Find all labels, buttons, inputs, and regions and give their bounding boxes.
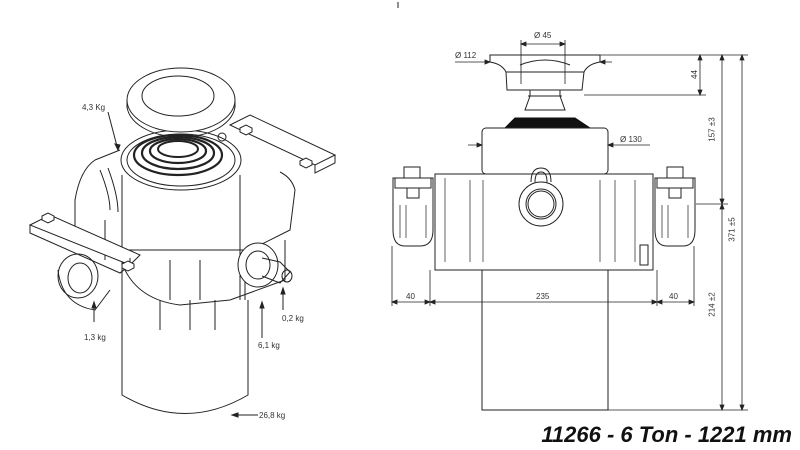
dim-head-diameter: Ø 112 (455, 51, 477, 60)
weight-label-cylinder: 26,8 kg (259, 411, 286, 420)
dim-left-mount: 40 (406, 292, 415, 301)
dim-upper-height: 157 ±3 (707, 117, 717, 142)
weight-leaders (91, 111, 286, 418)
weight-label-bracket: 6,1 kg (258, 341, 280, 350)
weight-label-side-mount: 1,3 kg (84, 333, 106, 342)
diameter-dimensions (455, 40, 650, 148)
horizontal-dimensions (390, 246, 696, 306)
weight-label-fitting: 0,2 kg (282, 314, 304, 323)
front-view (392, 54, 696, 411)
dim-body-diameter: Ø 130 (620, 135, 642, 144)
dim-total-height: 371 ±5 (727, 217, 737, 242)
dim-right-mount: 40 (669, 292, 678, 301)
product-caption: 11266 - 6 Ton - 1221 mm (541, 422, 792, 447)
dim-rod-diameter: Ø 45 (534, 31, 552, 40)
weight-label-top-cap: 4,3 Kg (82, 103, 106, 112)
dim-body-width: 235 (536, 292, 550, 301)
vertical-dimensions (584, 53, 748, 412)
dim-lower-height: 214 ±2 (707, 292, 717, 317)
isometric-cylinder (28, 67, 337, 414)
dim-head-height: 44 (689, 70, 699, 79)
